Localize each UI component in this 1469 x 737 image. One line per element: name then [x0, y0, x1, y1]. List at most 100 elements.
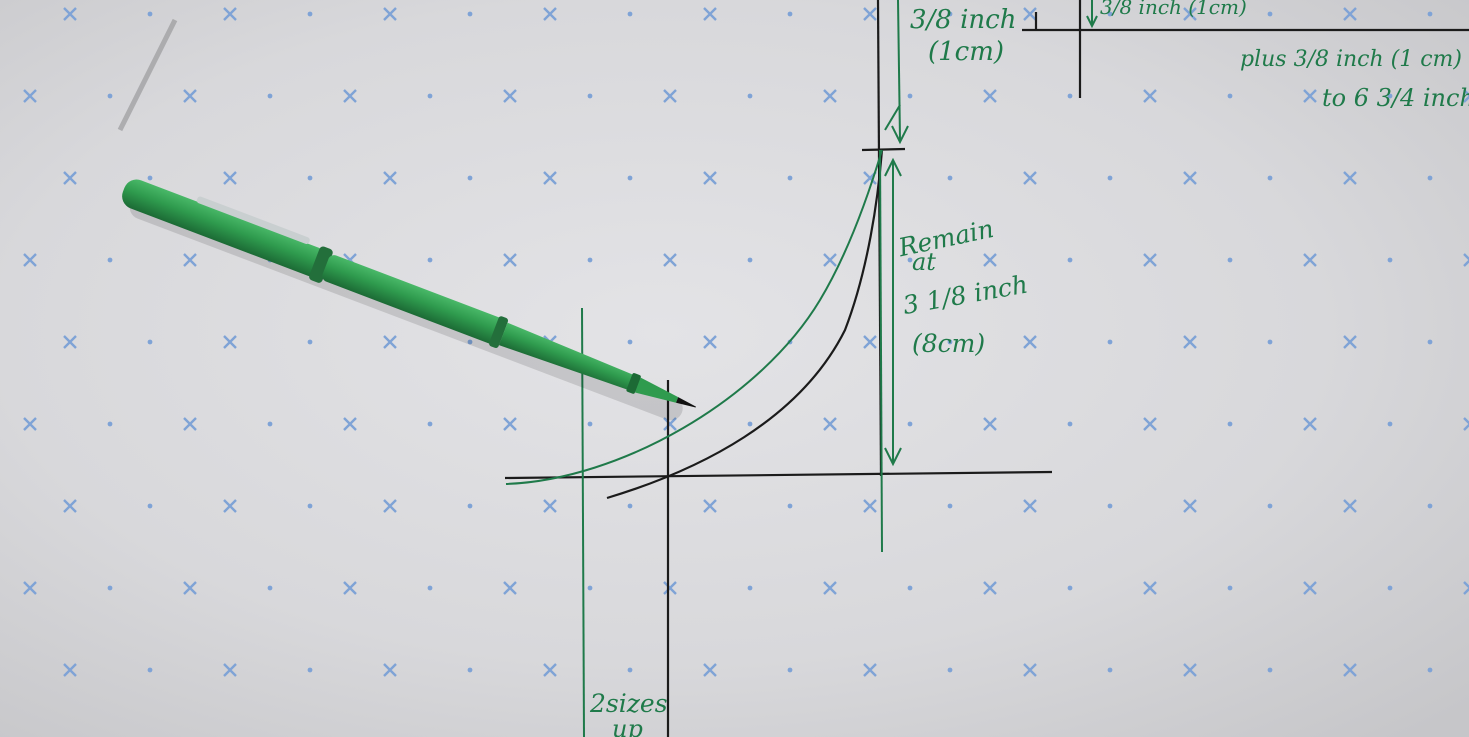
grid-dot	[147, 667, 153, 673]
grid-dot	[467, 339, 473, 345]
grid-cross	[383, 499, 397, 513]
grid-dot	[467, 503, 473, 509]
grid-cross	[223, 335, 237, 349]
grid-cross	[703, 663, 717, 677]
grid-cross	[1023, 499, 1037, 513]
grid-cross	[823, 89, 837, 103]
grid-cross	[863, 663, 877, 677]
grid-cross	[1463, 89, 1469, 103]
grid-dot	[107, 585, 113, 591]
grid-dot	[907, 421, 913, 427]
grid-dot	[307, 175, 313, 181]
grid-cross	[223, 499, 237, 513]
grid-cross	[63, 499, 77, 513]
black-curve	[606, 149, 884, 500]
note-cm: (8cm)	[912, 329, 985, 358]
grid-cross	[983, 417, 997, 431]
grid-dot	[1067, 585, 1073, 591]
grid-cross	[343, 89, 357, 103]
grid-dot	[1227, 585, 1233, 591]
grid-cross	[383, 7, 397, 21]
grid-dot	[587, 421, 593, 427]
grid-dot	[907, 257, 913, 263]
grid-dot	[1227, 93, 1233, 99]
grid-dot	[1067, 257, 1073, 263]
grid-cross	[1343, 7, 1357, 21]
grid-cross	[343, 417, 357, 431]
black-baseline	[504, 470, 1053, 480]
grid-dot	[467, 667, 473, 673]
grid-cross	[1183, 663, 1197, 677]
grid-dot	[747, 421, 753, 427]
grid-dot	[1387, 257, 1393, 263]
grid-dot	[627, 503, 633, 509]
grid-dot	[1267, 175, 1273, 181]
grid-cross	[1463, 581, 1469, 595]
grid-cross	[1023, 335, 1037, 349]
note-at: at	[912, 248, 936, 276]
grid-dot	[627, 175, 633, 181]
green-top-arrow-shaft	[897, 0, 901, 141]
pen-tip	[676, 397, 696, 408]
grid-cross	[1183, 335, 1197, 349]
grid-cross	[1303, 253, 1317, 267]
grid-dot	[107, 421, 113, 427]
grid-cross	[183, 89, 197, 103]
pen-cap	[122, 179, 328, 277]
grid-cross	[543, 171, 557, 185]
grid-cross	[703, 335, 717, 349]
grid-cross	[1183, 7, 1197, 21]
grid-cross	[863, 335, 877, 349]
grid-dot	[947, 11, 953, 17]
grid-dot	[1267, 503, 1273, 509]
grid-dot	[947, 339, 953, 345]
grid-cross	[1143, 417, 1157, 431]
grid-cross	[1023, 7, 1037, 21]
grid-cross	[1343, 499, 1357, 513]
grid-dot	[1227, 421, 1233, 427]
grid-dot	[467, 175, 473, 181]
grid-cross	[1143, 253, 1157, 267]
pen-clip	[196, 196, 310, 244]
pen-cone	[634, 377, 679, 403]
grid-cross	[543, 7, 557, 21]
grid-cross	[503, 581, 517, 595]
grid-cross	[663, 89, 677, 103]
grid-dot	[907, 93, 913, 99]
grid-dot	[1227, 257, 1233, 263]
grid-dot	[1427, 339, 1433, 345]
grid-cross	[1183, 499, 1197, 513]
grid-dot	[147, 503, 153, 509]
grid-cross	[63, 171, 77, 185]
grid-dot	[1267, 667, 1273, 673]
grid-cross	[223, 171, 237, 185]
grid-dot	[627, 667, 633, 673]
pencil-smudge	[117, 18, 178, 132]
grid-dot	[1107, 339, 1113, 345]
grid-dot	[107, 257, 113, 263]
note-top-right-3: to 6 3/4 inch	[1322, 84, 1469, 112]
grid-cross	[1343, 335, 1357, 349]
grid-cross	[23, 89, 37, 103]
grid-cross	[703, 499, 717, 513]
grid-dot	[307, 667, 313, 673]
green-top-arrow-head	[891, 125, 909, 145]
grid-cross	[983, 89, 997, 103]
grid-dot	[1387, 585, 1393, 591]
handwriting: 3/8 inch (1cm) 3/8 inch (1cm) plus 3/8 i…	[589, 0, 1469, 737]
grid-cross	[383, 663, 397, 677]
grid-cross	[1303, 89, 1317, 103]
note-top-right-2: plus 3/8 inch (1 cm)	[1240, 47, 1462, 72]
grid-cross	[23, 253, 37, 267]
black-tick	[861, 147, 906, 152]
grid-dot	[107, 93, 113, 99]
grid-dot	[1427, 503, 1433, 509]
green-arrow-head-down	[884, 447, 902, 467]
pen-grip-ring	[626, 373, 641, 394]
grid-dot	[427, 421, 433, 427]
grid-dot	[147, 11, 153, 17]
grid-cross	[823, 417, 837, 431]
